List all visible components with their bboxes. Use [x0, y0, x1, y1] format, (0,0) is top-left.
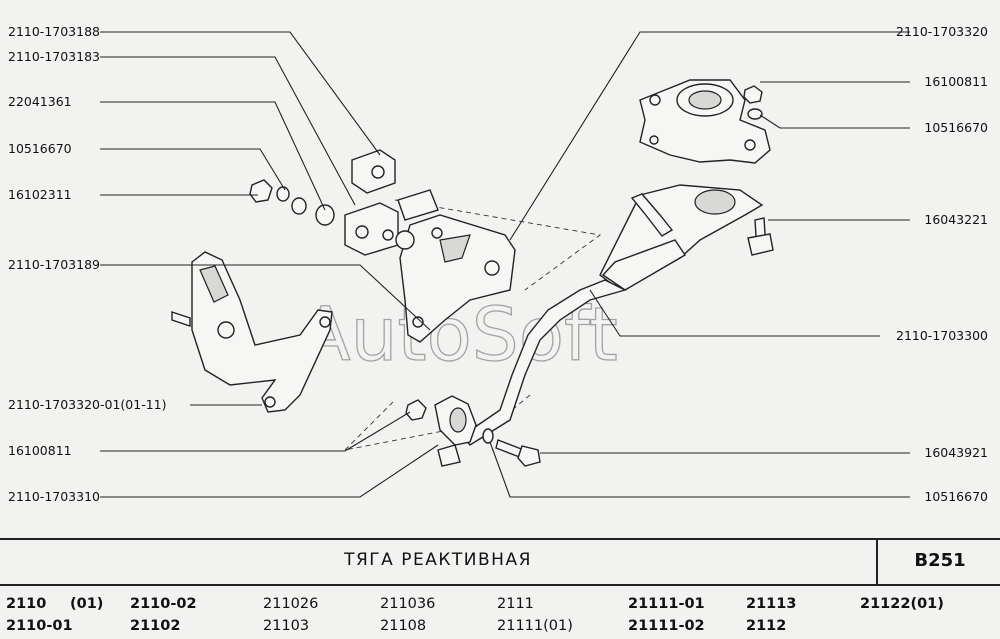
leader-lines [100, 31, 910, 498]
parts-diagram: AutoSoft [8, 24, 988, 504]
left-bracket [171, 251, 333, 413]
model-code: 21103 [263, 618, 310, 634]
bolt-16043221 [747, 217, 774, 256]
code-cell: В251 [876, 540, 1000, 584]
part-label-left-2: 22041361 [8, 94, 72, 109]
model-code: 21111(01) [497, 618, 573, 634]
bushing-assembly [344, 149, 439, 256]
part-label-left-4: 16102311 [8, 187, 72, 202]
diagram-title: ТЯГА РЕАКТИВНАЯ [344, 550, 532, 570]
top-nuts [743, 85, 763, 120]
part-label-right-5: 16043921 [924, 445, 988, 460]
center-bracket [399, 214, 516, 343]
model-code: 211036 [380, 596, 436, 612]
part-label-left-3: 10516670 [8, 141, 72, 156]
model-code: 2111 [497, 596, 534, 612]
model-code: 2110 [6, 596, 47, 612]
part-label-right-2: 10516670 [924, 120, 988, 135]
part-label-right-0: 2110-1703320 [896, 24, 988, 39]
part-label-right-3: 16043221 [924, 212, 988, 227]
part-label-left-7: 16100811 [8, 443, 72, 458]
part-label-left-8: 2110-1703310 [8, 489, 100, 504]
model-code: 2110-01 [6, 618, 73, 634]
model-code: 21102 [130, 618, 181, 634]
part-label-left-6: 2110-1703320-01(01-11) [8, 397, 166, 412]
model-list: 2110 (01) 2110-02 211026 211036 2111 21111-01 2… [0, 594, 1000, 639]
model-code: 21113 [746, 596, 797, 612]
left-fasteners [249, 179, 335, 226]
left-labels: 2110-1703188 2110-1703183 22041361 10516670… [8, 24, 166, 504]
part-label-right-6: 10516670 [924, 489, 988, 504]
part-label-left-0: 2110-1703188 [8, 24, 100, 39]
right-labels: 2110-1703320 16100811 10516670 16043221 2110… [896, 24, 988, 504]
model-code: 21111-02 [628, 618, 705, 634]
part-label-right-1: 16100811 [924, 74, 988, 89]
part-label-left-5: 2110-1703189 [8, 257, 100, 272]
model-code: 21122(01) [860, 596, 944, 612]
model-code: 21111-01 [628, 596, 705, 612]
clamp [405, 395, 477, 467]
reaction-rod [460, 184, 764, 446]
part-label-left-1: 2110-1703183 [8, 49, 100, 64]
lower-bolt [482, 428, 541, 467]
title-band: ТЯГА РЕАКТИВНАЯ В251 [0, 538, 1000, 586]
part-label-right-4: 2110-1703300 [896, 328, 988, 343]
model-code: 2110-02 [130, 596, 197, 612]
model-code: 21108 [380, 618, 427, 634]
upper-mount [639, 79, 771, 164]
model-code: 2112 [746, 618, 787, 634]
model-code: 211026 [263, 596, 319, 612]
model-code: (01) [70, 596, 104, 612]
diagram-code: В251 [914, 550, 966, 571]
